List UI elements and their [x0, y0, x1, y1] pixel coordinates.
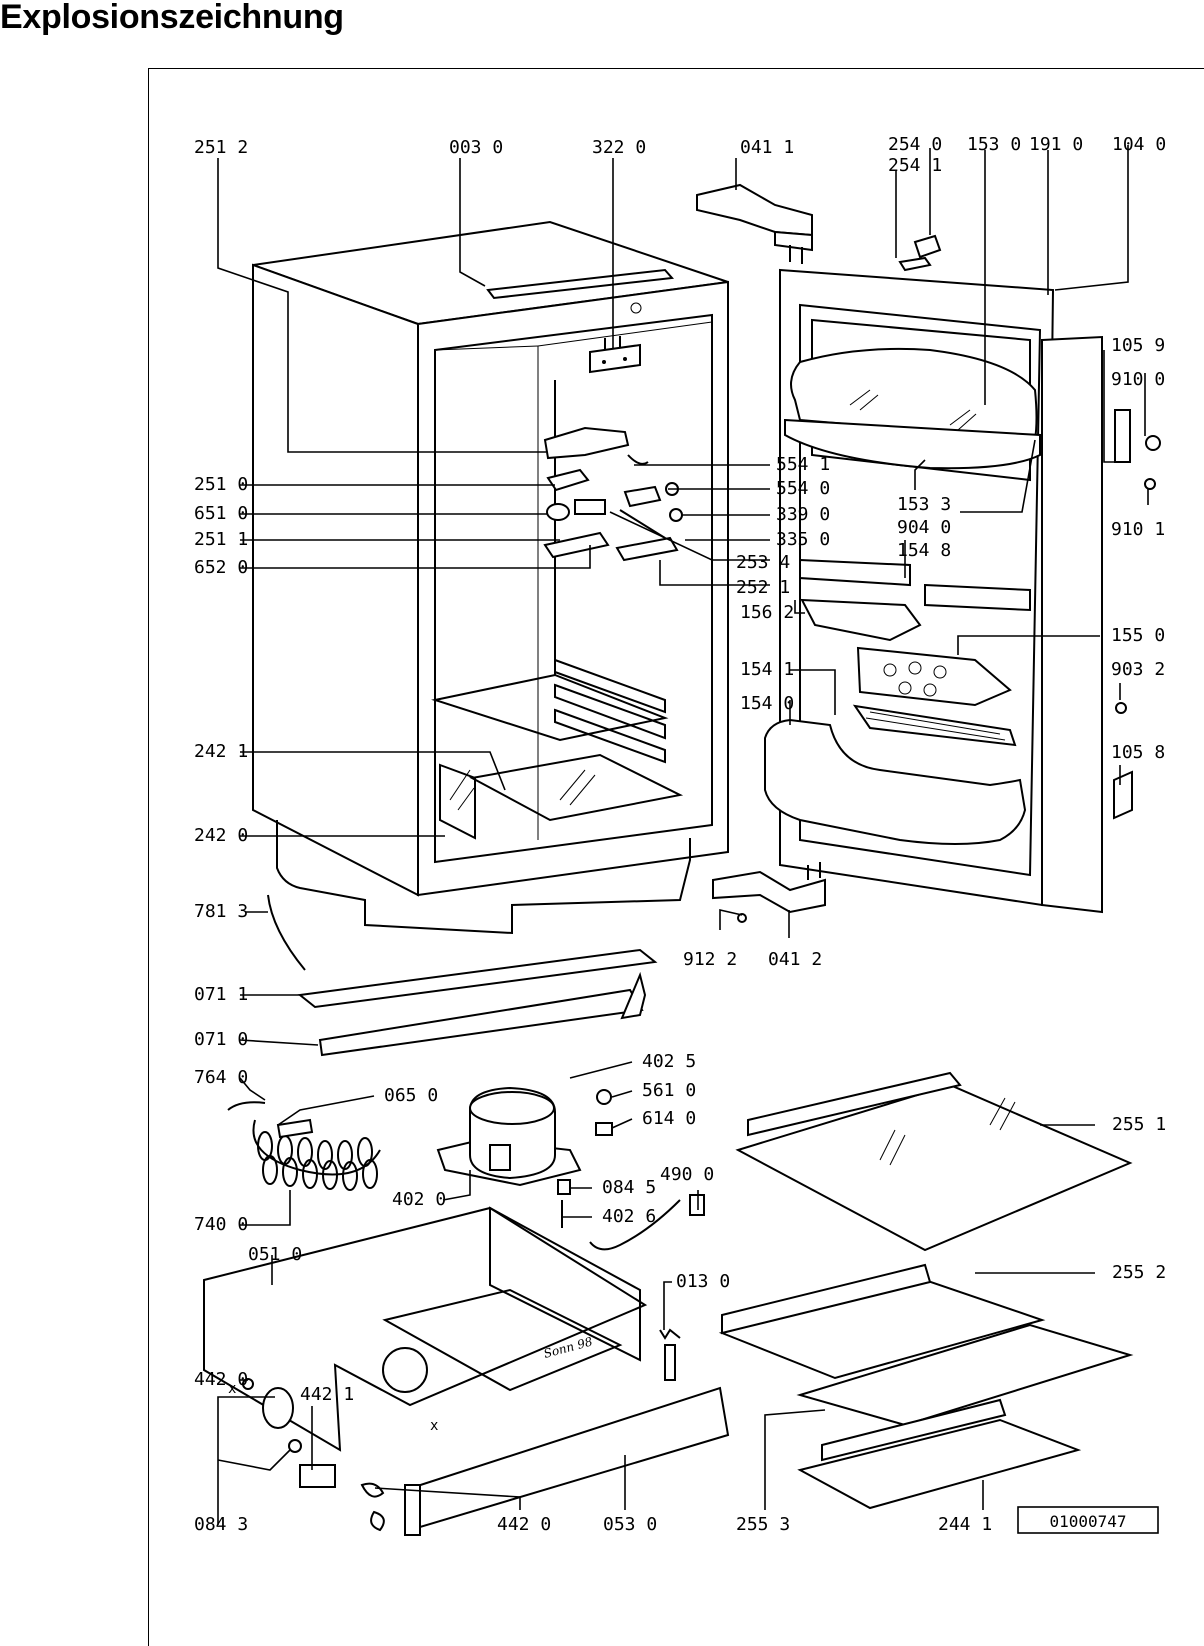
label-740-0: 740 0	[194, 1214, 248, 1235]
label-251-1: 251 1	[194, 529, 248, 550]
label-251-0: 251 0	[194, 474, 248, 495]
label-554-0: 554 0	[776, 478, 830, 499]
marker-x-left: x	[228, 1381, 236, 1397]
part-number-labels: 251 2 003 0 322 0 041 1 254 0 254 1 153 …	[194, 134, 1166, 1535]
label-903-2: 903 2	[1111, 659, 1165, 680]
bottom-hinge	[712, 862, 826, 923]
label-251-2: 251 2	[194, 137, 248, 158]
label-652-0: 652 0	[194, 557, 248, 578]
label-105-8: 105 8	[1111, 742, 1165, 763]
leader-lines	[217, 145, 1149, 1525]
label-084-5: 084 5	[602, 1177, 656, 1198]
label-156-2: 156 2	[740, 602, 794, 623]
label-339-0: 339 0	[776, 504, 830, 525]
label-041-2: 041 2	[768, 949, 822, 970]
label-051-0: 051 0	[248, 1244, 302, 1265]
machine-compartment	[203, 1206, 730, 1536]
label-154-8: 154 8	[897, 540, 951, 561]
label-335-0: 335 0	[776, 529, 830, 550]
label-071-1: 071 1	[194, 984, 248, 1005]
shelves	[718, 1071, 1134, 1510]
label-244-1: 244 1	[938, 1514, 992, 1535]
label-255-3: 255 3	[736, 1514, 790, 1535]
label-442-0-bottom: 442 0	[497, 1514, 551, 1535]
drawing-number-box	[1017, 1506, 1159, 1534]
label-255-1: 255 1	[1112, 1114, 1166, 1135]
label-154-0: 154 0	[740, 693, 794, 714]
label-442-0-left: 442 0	[194, 1369, 248, 1390]
label-242-0: 242 0	[194, 825, 248, 846]
label-912-2: 912 2	[683, 949, 737, 970]
label-153-0: 153 0	[967, 134, 1021, 155]
label-065-0: 065 0	[384, 1085, 438, 1106]
label-554-1: 554 1	[776, 454, 830, 475]
label-041-1: 041 1	[740, 137, 794, 158]
label-402-5: 402 5	[642, 1051, 696, 1072]
label-003-0: 003 0	[449, 137, 503, 158]
label-153-3: 153 3	[897, 494, 951, 515]
label-651-0: 651 0	[194, 503, 248, 524]
label-402-0: 402 0	[392, 1189, 446, 1210]
label-490-0: 490 0	[660, 1164, 714, 1185]
label-904-0: 904 0	[897, 517, 951, 538]
label-013-0: 013 0	[676, 1271, 730, 1292]
label-561-0: 561 0	[642, 1080, 696, 1101]
label-104-0: 104 0	[1112, 134, 1166, 155]
label-253-4: 253 4	[736, 552, 790, 573]
page-title: Explosionszeichnung	[0, 0, 344, 36]
door-assembly	[764, 234, 1161, 914]
label-242-1: 242 1	[194, 741, 248, 762]
label-442-1: 442 1	[300, 1384, 354, 1405]
label-322-0: 322 0	[592, 137, 646, 158]
label-402-6: 402 6	[602, 1206, 656, 1227]
label-614-0: 614 0	[642, 1108, 696, 1129]
label-255-2: 255 2	[1112, 1262, 1166, 1283]
label-105-9: 105 9	[1111, 335, 1165, 356]
marker-x-bottom: x	[430, 1418, 438, 1434]
label-154-1: 154 1	[740, 659, 794, 680]
top-hinge	[696, 183, 813, 264]
label-084-3: 084 3	[194, 1514, 248, 1535]
drawing-frame	[148, 68, 1204, 1646]
compressor-unit	[227, 1086, 705, 1251]
label-910-0: 910 0	[1111, 369, 1165, 390]
cover-strips	[267, 894, 658, 1057]
label-764-0: 764 0	[194, 1067, 248, 1088]
label-252-1: 252 1	[736, 577, 790, 598]
label-781-3: 781 3	[194, 901, 248, 922]
label-155-0: 155 0	[1111, 625, 1165, 646]
drawing-number: 01000747	[1049, 1512, 1126, 1531]
label-254-0: 254 0	[888, 134, 942, 155]
label-191-0: 191 0	[1029, 134, 1083, 155]
label-254-1: 254 1	[888, 155, 942, 176]
label-071-0: 071 0	[194, 1029, 248, 1050]
control-module-housing	[543, 426, 683, 562]
cabinet-body	[252, 220, 729, 935]
label-053-0: 053 0	[603, 1514, 657, 1535]
label-910-1: 910 1	[1111, 519, 1165, 540]
